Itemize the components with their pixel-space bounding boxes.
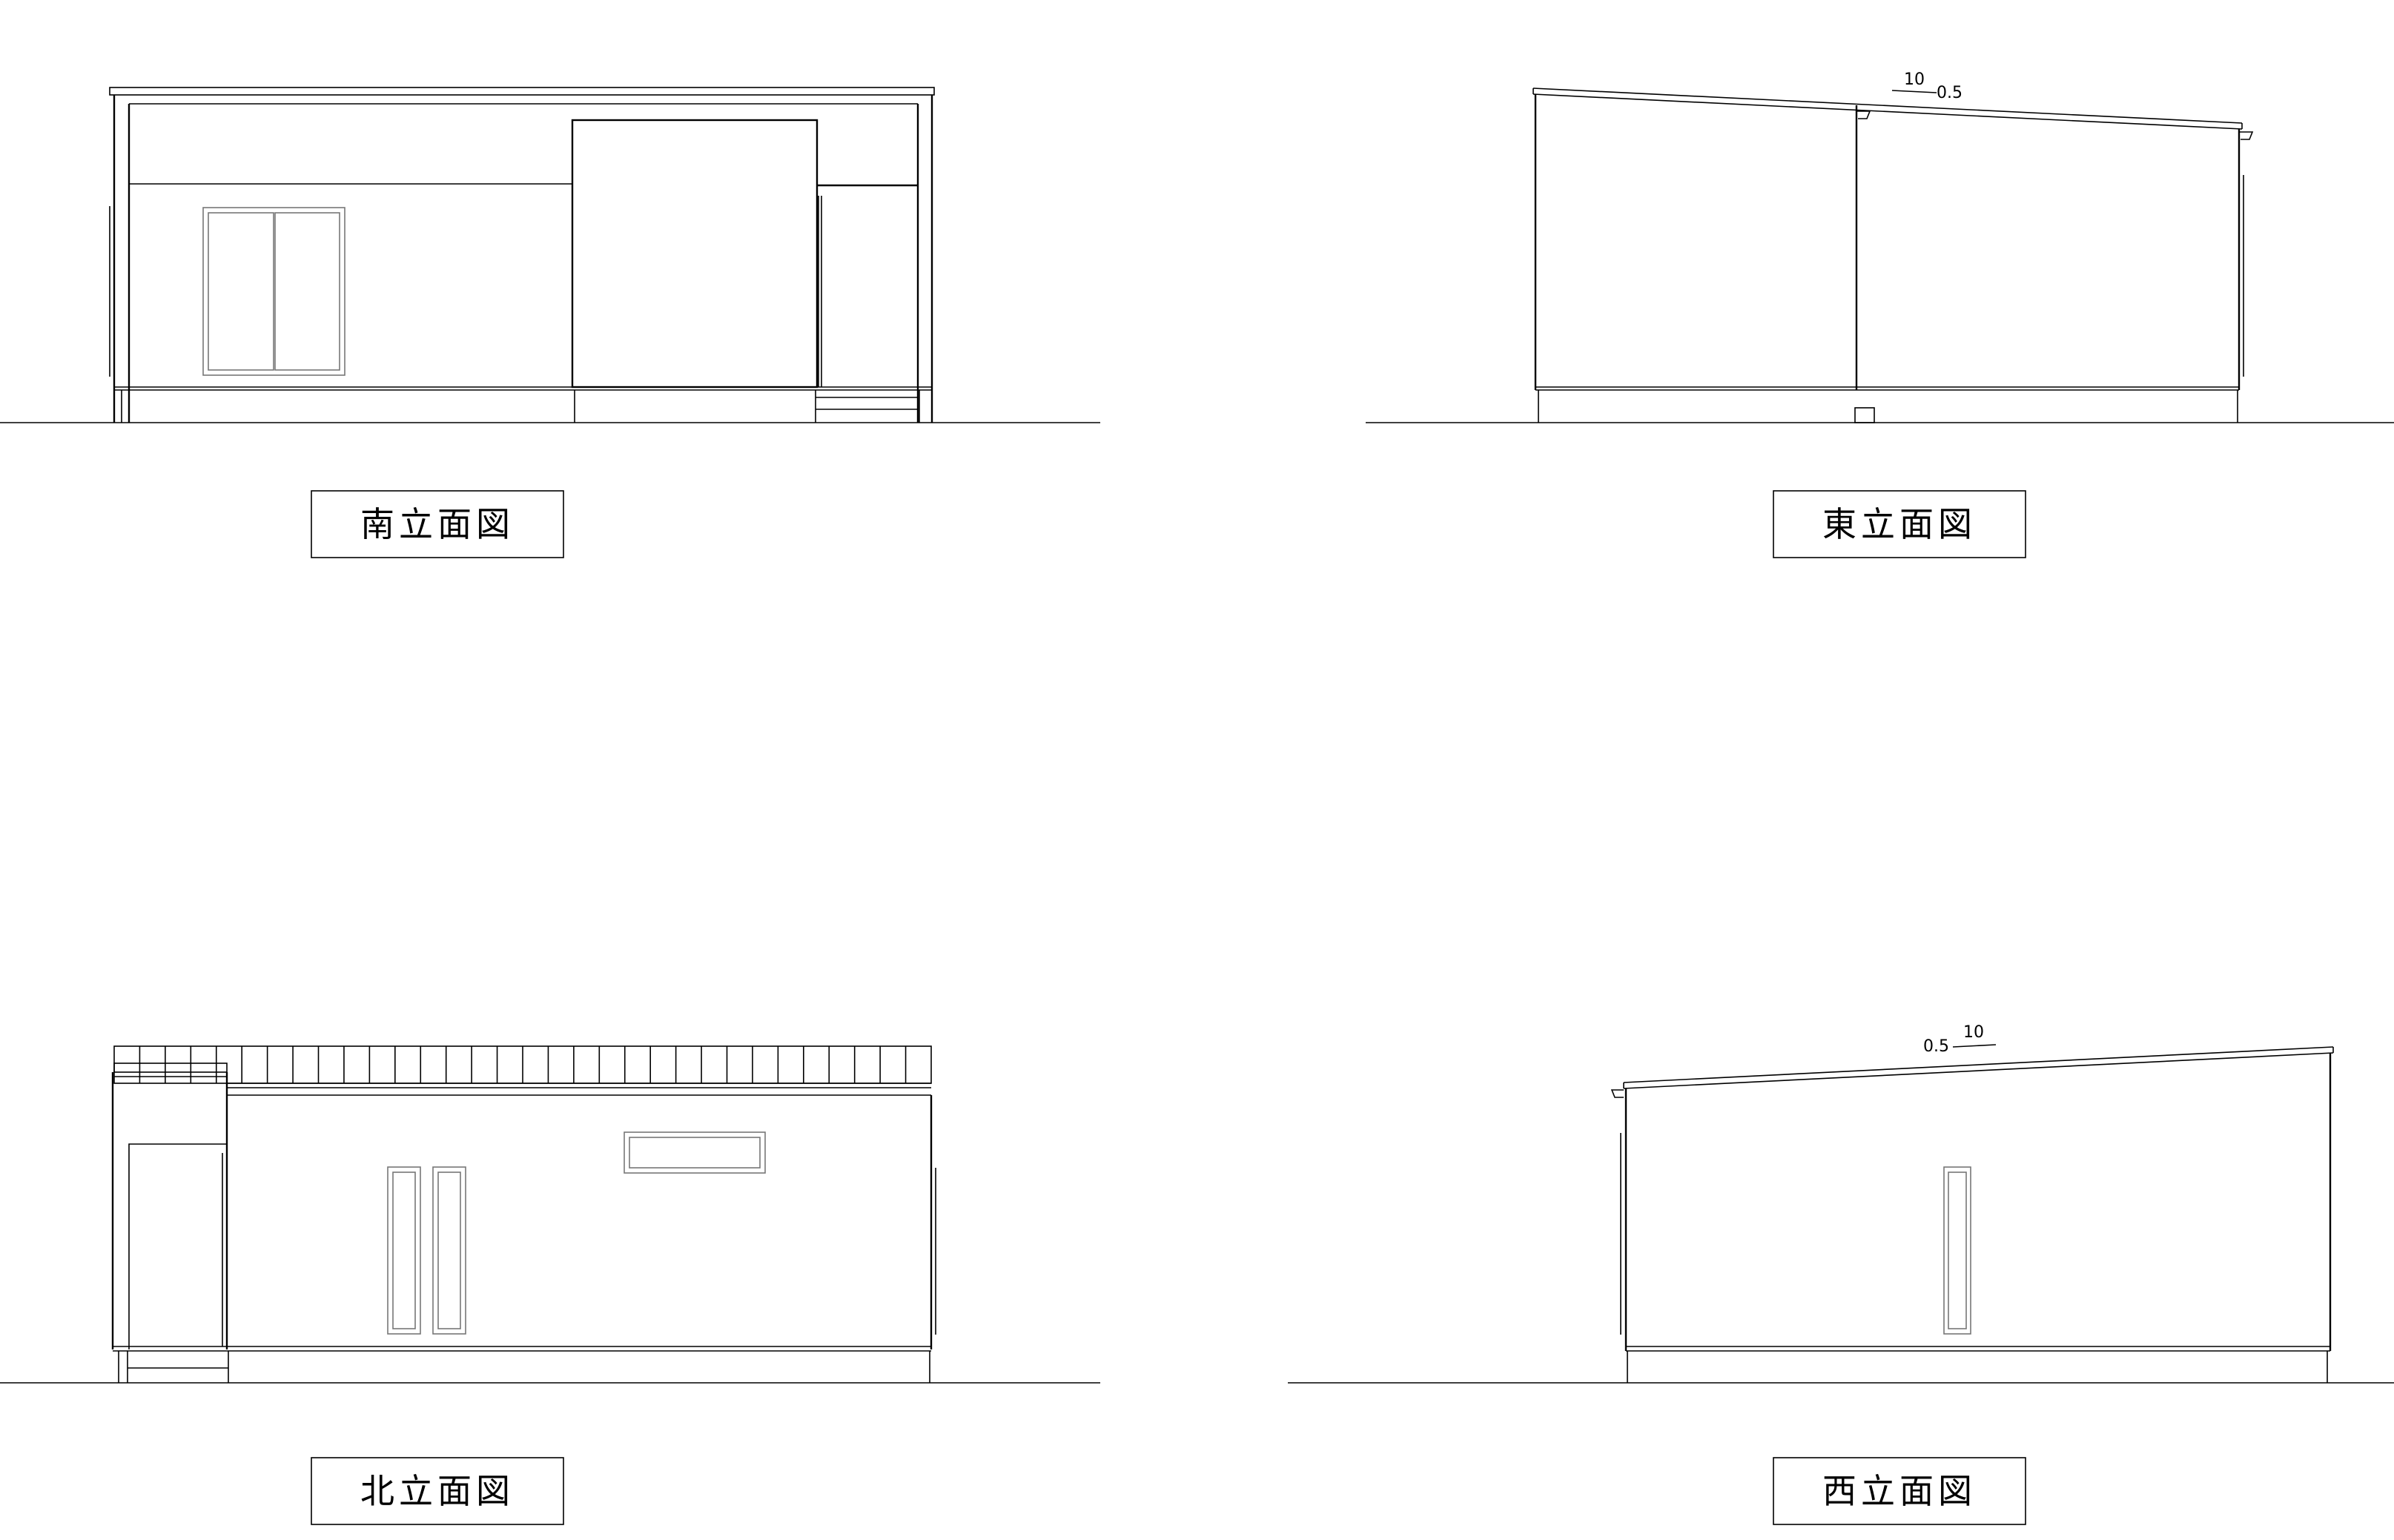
south-window-sash-left — [208, 212, 274, 371]
east-slope-mark — [1891, 90, 1937, 93]
west-slope-rise: 0.5 — [1923, 1037, 1949, 1056]
west-slope-mark — [1952, 1044, 1997, 1048]
north-elevation — [0, 1045, 1100, 1384]
east-slope-rise: 0.5 — [1937, 84, 1963, 102]
east-mid-gutter — [1856, 110, 1871, 119]
north-roof-panel-dividers — [139, 1046, 907, 1083]
east-right-gutter — [2239, 131, 2254, 140]
west-title-label: 西立面図 — [1773, 1457, 2026, 1525]
south-title-box — [311, 490, 564, 558]
east-elevation: 10 0.5 — [1366, 70, 2394, 423]
north-window-2-frame — [432, 1166, 466, 1335]
south-central-block — [571, 119, 819, 389]
west-slope-run: 10 — [1963, 1023, 1984, 1042]
north-annex-door — [128, 1143, 227, 1349]
north-window-2-glass — [437, 1171, 461, 1329]
south-title-text: 南立面図 — [360, 504, 515, 544]
west-left-gutter — [1610, 1089, 1624, 1098]
south-window-frame — [202, 207, 345, 376]
west-elevation: 10 0.5 — [1288, 1023, 2394, 1384]
south-window-sash-right — [274, 212, 340, 371]
west-window-glass — [1948, 1171, 1967, 1329]
north-title-text: 北立面図 — [360, 1471, 515, 1511]
north-title-box — [311, 1457, 564, 1525]
south-roof-fascia — [109, 87, 935, 96]
south-title-label: 南立面図 — [311, 490, 564, 558]
north-window-3-frame — [624, 1131, 766, 1174]
west-roof-top — [1623, 1046, 2334, 1083]
east-title-label: 東立面図 — [1773, 490, 2026, 558]
east-roof-top — [1532, 87, 2243, 124]
west-title-box — [1773, 1457, 2026, 1525]
south-elevation — [0, 87, 1100, 423]
east-title-box — [1773, 490, 2026, 558]
east-slope-run: 10 — [1904, 70, 1925, 89]
east-title-text: 東立面図 — [1822, 504, 1977, 544]
north-annex-cap — [113, 1063, 228, 1073]
north-window-1-frame — [387, 1166, 421, 1335]
north-window-1-glass — [392, 1171, 416, 1329]
north-window-3-glass — [629, 1137, 761, 1169]
west-window-frame — [1943, 1166, 1971, 1335]
north-title-label: 北立面図 — [311, 1457, 564, 1525]
east-roof-bottom — [1532, 93, 2243, 130]
west-title-text: 西立面図 — [1822, 1471, 1977, 1511]
east-vent-box — [1854, 407, 1875, 423]
west-roof-bottom — [1623, 1052, 2334, 1089]
